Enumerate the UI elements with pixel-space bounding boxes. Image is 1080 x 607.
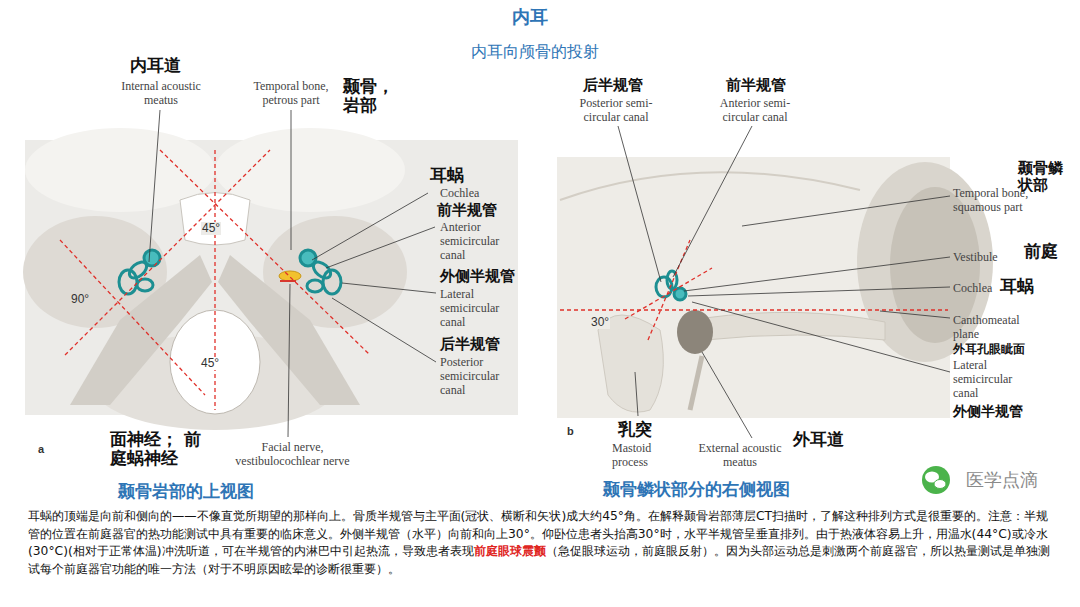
part-label: Anterior semi-circular canal bbox=[705, 96, 805, 124]
part-label: 外耳孔眼眦面 bbox=[953, 342, 1025, 356]
reference-lines bbox=[60, 150, 370, 410]
part-label: 后半规管 bbox=[583, 77, 643, 94]
part-label: 面神经； 前庭蜗神经 bbox=[110, 430, 205, 468]
part-label: Cochlea bbox=[953, 281, 992, 295]
part-label: External acoustic meatus bbox=[690, 441, 790, 469]
styloid bbox=[690, 356, 702, 410]
zygomatic-arch bbox=[705, 312, 885, 340]
facial-nerve bbox=[279, 271, 301, 281]
part-label: Facial nerve, vestibulocochlear nerve bbox=[220, 440, 365, 468]
external-meatus bbox=[677, 310, 713, 354]
angle-label: 45° bbox=[200, 357, 220, 370]
part-label: Mastoid process bbox=[612, 441, 672, 469]
part-label: Temporal bone, petrous part bbox=[236, 79, 346, 107]
mastoid bbox=[598, 315, 663, 412]
leader-lines bbox=[149, 110, 436, 437]
part-label: Vestibule bbox=[953, 250, 998, 264]
angle-label: 30° bbox=[590, 316, 610, 329]
reference-lines bbox=[560, 240, 948, 340]
part-label: 耳蜗 bbox=[1000, 277, 1034, 296]
subtitle: 内耳向颅骨的投射 bbox=[400, 42, 670, 61]
part-label: 颞骨，岩部 bbox=[343, 77, 395, 115]
part-label: Posterior semicircular canal bbox=[440, 355, 520, 397]
note-paragraph: 耳蜗的顶端是向前和侧向的——不像直觉所期望的那样向上。骨质半规管与主平面(冠状、… bbox=[28, 508, 1058, 578]
wechat-icon bbox=[922, 466, 950, 494]
part-label: Cochlea bbox=[440, 186, 479, 200]
angle-label: 90° bbox=[70, 293, 90, 306]
part-label: 内耳道 bbox=[130, 56, 181, 75]
part-label: Canthomeatal plane bbox=[953, 313, 1038, 341]
part-label: Internal acoustic meatus bbox=[106, 79, 216, 107]
part-label: 前半规管 bbox=[726, 77, 786, 94]
panel-letter: a bbox=[38, 443, 44, 455]
suture bbox=[560, 172, 860, 200]
part-label: 外侧半规管 bbox=[953, 403, 1023, 419]
part-label: 后半规管 bbox=[440, 336, 500, 353]
panel-letter: b bbox=[567, 425, 574, 437]
leader-lines bbox=[618, 126, 950, 438]
part-label: 外耳道 bbox=[793, 430, 844, 449]
nerve bbox=[280, 280, 296, 282]
part-label: Anterior semicircular canal bbox=[440, 220, 520, 262]
part-label: Temporal bone, squamous part bbox=[953, 186, 1038, 214]
part-label: 前庭 bbox=[1024, 242, 1058, 261]
part-label: 前半规管 bbox=[437, 202, 497, 219]
part-label: Lateral semicircular canal bbox=[953, 358, 1033, 400]
highlight-text: 前庭眼球震颤 bbox=[474, 544, 546, 558]
watermark: 医学点滴 bbox=[966, 469, 1038, 490]
part-label: 乳突 bbox=[618, 420, 652, 439]
part-label: 外侧半规管 bbox=[440, 268, 515, 285]
part-label: Lateral semicircular canal bbox=[440, 287, 520, 329]
angle-label: 45° bbox=[201, 222, 221, 235]
labyrinth bbox=[300, 250, 341, 294]
figure-caption: 颞骨岩部的上视图 bbox=[118, 481, 254, 501]
part-label: Posterior semi-circular canal bbox=[566, 96, 666, 124]
part-label: 耳蜗 bbox=[430, 166, 464, 185]
labyrinth bbox=[119, 250, 160, 294]
page-title: 内耳 bbox=[430, 6, 630, 27]
figure-caption: 颞骨鳞状部分的右侧视图 bbox=[603, 479, 790, 499]
